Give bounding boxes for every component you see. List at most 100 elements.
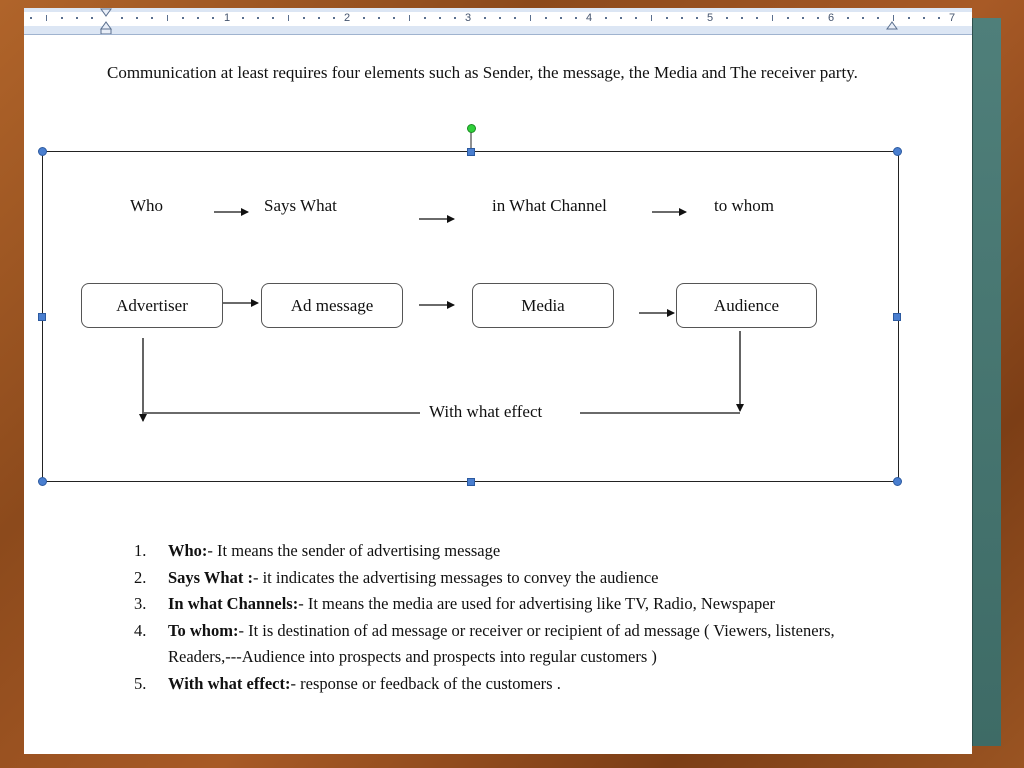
ruler-tick: [90, 17, 93, 19]
ruler-tick: [680, 17, 683, 19]
ruler-tick: [272, 17, 275, 19]
label-effect: With what effect: [429, 402, 543, 421]
ruler-tick: [211, 17, 214, 19]
ruler-tick: [257, 17, 260, 19]
ruler-tick: [816, 17, 819, 19]
ruler-tick: [559, 17, 562, 19]
ruler-tick: [877, 17, 880, 19]
ruler-tick: [287, 15, 289, 21]
list-item: 5. With what effect:- response or feedbac…: [134, 671, 854, 698]
ruler-tick: [30, 17, 33, 19]
rotate-handle-icon[interactable]: [467, 124, 476, 133]
list-item: 4. To whom:- It is destination of ad mess…: [134, 618, 854, 671]
list-item: 2. Says What :- it indicates the advertis…: [134, 565, 854, 592]
resize-handle-top[interactable]: [467, 148, 475, 156]
resize-handle-top-right[interactable]: [893, 147, 902, 156]
ruler-tick: [45, 15, 47, 21]
node-ad-message[interactable]: Ad message: [261, 283, 403, 328]
node-audience[interactable]: Audience: [676, 283, 817, 328]
ruler-tick: [499, 17, 502, 19]
ruler-tick: [529, 15, 531, 21]
ruler-tick: [378, 17, 381, 19]
list-desc: - it indicates the advertising messages …: [252, 567, 659, 587]
resize-handle-right[interactable]: [893, 313, 901, 321]
resize-handle-bottom-left[interactable]: [38, 477, 47, 486]
label-channel: in What Channel: [492, 196, 607, 215]
ruler-tick: [484, 17, 487, 19]
label-says-what: Says What: [264, 196, 337, 215]
list-desc: - It is destination of ad message or rec…: [168, 620, 835, 667]
ruler-tick: [302, 17, 305, 19]
ruler-tick: [801, 17, 804, 19]
ruler-tick: [60, 17, 63, 19]
resize-handle-left[interactable]: [38, 313, 46, 321]
list-term: In what Channels:: [168, 594, 299, 614]
list-term: To whom:: [168, 620, 239, 640]
list-desc: - It means the media are used for advert…: [298, 594, 776, 614]
ruler-tick: [75, 17, 78, 19]
list-number: 1.: [134, 541, 147, 560]
ruler-number: 7: [948, 12, 956, 24]
indent-markers[interactable]: [24, 8, 972, 34]
ruler-tick: [166, 15, 168, 21]
ruler-tick: [317, 17, 320, 19]
label-to-whom: to whom: [714, 196, 774, 215]
list-number: 5.: [134, 673, 147, 693]
ruler-number: 2: [343, 12, 351, 24]
ruler-tick: [181, 17, 184, 19]
ruler-tick: [907, 17, 910, 19]
list-item: 1. Who:- It means the sender of advertisi…: [134, 538, 854, 565]
ruler-tick: [620, 17, 623, 19]
ruler-tick: [650, 15, 652, 21]
list-term: Says What :: [168, 567, 253, 587]
ruler-tick: [121, 17, 124, 19]
ruler-tick: [862, 17, 865, 19]
list-term: Who:: [168, 541, 208, 560]
list-desc: - It means the sender of advertising mes…: [207, 541, 501, 560]
list-desc: - response or feedback of the customers …: [290, 673, 561, 693]
node-advertiser[interactable]: Advertiser: [81, 283, 223, 328]
ruler-tick: [136, 17, 139, 19]
left-indent-icon: [100, 28, 112, 34]
ruler-tick: [151, 17, 154, 19]
resize-handle-top-left[interactable]: [38, 147, 47, 156]
right-indent-icon: [886, 21, 898, 30]
ruler-tick: [937, 17, 940, 19]
ruler-tick: [756, 17, 759, 19]
list-term: With what effect:: [168, 673, 291, 693]
ruler-tick: [635, 17, 638, 19]
resize-handle-bottom-right[interactable]: [893, 477, 902, 486]
ruler-tick: [695, 17, 698, 19]
resize-handle-bottom[interactable]: [467, 478, 475, 486]
ruler-tick: [741, 17, 744, 19]
chalkboard-edge: [972, 18, 1001, 746]
list-number: 3.: [134, 594, 147, 614]
ruler-tick: [786, 17, 789, 19]
ruler-tick: [605, 17, 608, 19]
ruler-number: 5: [706, 12, 714, 24]
intro-paragraph: Communication at least requires four ele…: [107, 63, 858, 82]
ruler-tick: [453, 17, 456, 19]
definition-list: 1. Who:- It means the sender of advertisi…: [134, 538, 854, 698]
ruler-tick: [363, 17, 366, 19]
horizontal-ruler[interactable]: 1 2 3 4 5 6 7: [24, 8, 972, 35]
first-line-indent-icon: [100, 8, 112, 17]
ruler-tick: [922, 17, 925, 19]
list-item: 3. In what Channels:- It means the media …: [134, 591, 854, 618]
ruler-tick: [726, 17, 729, 19]
ruler-number: 1: [223, 12, 231, 24]
ruler-tick: [514, 17, 517, 19]
node-media[interactable]: Media: [472, 283, 614, 328]
ruler-tick: [393, 17, 396, 19]
ruler-tick: [892, 15, 894, 21]
ruler-tick: [544, 17, 547, 19]
label-who: Who: [130, 196, 164, 215]
list-number: 2.: [134, 567, 147, 587]
ruler-number: 4: [585, 12, 593, 24]
ruler-tick: [423, 17, 426, 19]
ruler-tick: [847, 17, 850, 19]
ruler-tick: [242, 17, 245, 19]
ruler-tick: [438, 17, 441, 19]
list-number: 4.: [134, 620, 147, 640]
document-page[interactable]: 1 2 3 4 5 6 7 Communication at least req…: [24, 8, 972, 754]
